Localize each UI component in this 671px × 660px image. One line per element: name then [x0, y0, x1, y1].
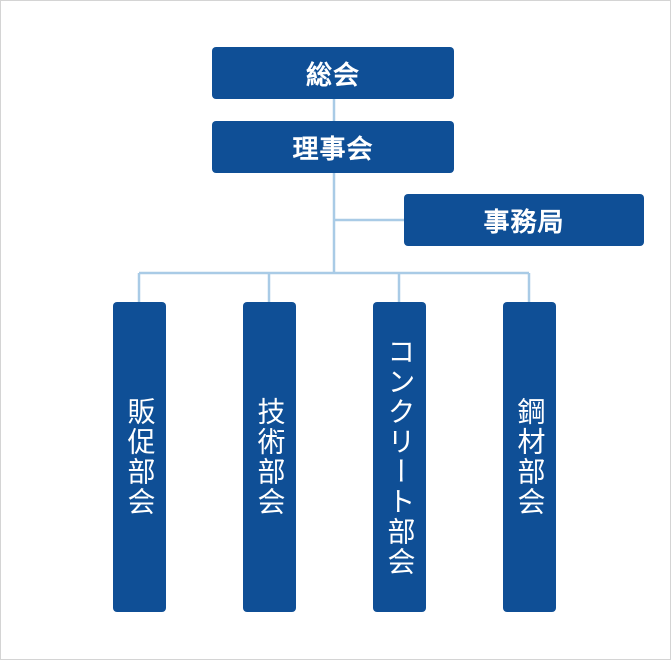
committee-label: コンクリート部会 — [383, 337, 417, 577]
general-assembly-box: 総会 — [212, 47, 454, 99]
committee-box-steel: 鋼材部会 — [503, 302, 556, 612]
committee-label: 販促部会 — [123, 397, 157, 517]
committee-label: 鋼材部会 — [513, 397, 547, 517]
board-box: 理事会 — [212, 121, 454, 173]
committee-label: 技術部会 — [253, 397, 287, 517]
general-assembly-label: 総会 — [305, 60, 360, 91]
secretariat-label: 事務局 — [483, 207, 565, 238]
board-label: 理事会 — [292, 134, 374, 165]
secretariat-box: 事務局 — [404, 194, 644, 246]
committee-box-sales-promotion: 販促部会 — [113, 302, 166, 612]
committee-box-technical: 技術部会 — [243, 302, 296, 612]
committee-box-concrete: コンクリート部会 — [373, 302, 426, 612]
